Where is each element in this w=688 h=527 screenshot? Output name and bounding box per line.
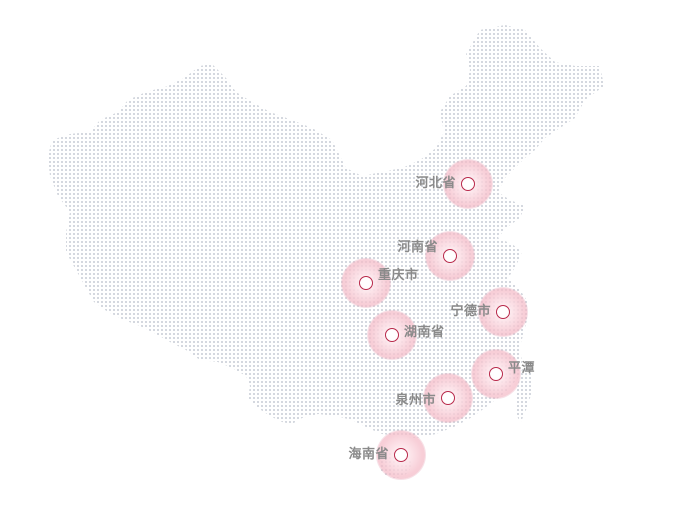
location-pin-icon <box>496 305 510 319</box>
location-label: 平潭 <box>508 361 536 376</box>
location-label: 宁德市 <box>450 304 491 319</box>
location-pin-icon <box>359 276 373 290</box>
location-pin-icon <box>489 367 503 381</box>
location-label: 河南省 <box>397 240 438 255</box>
china-mainland-shape <box>48 25 604 438</box>
location-label: 泉州市 <box>395 393 436 408</box>
location-label: 河北省 <box>415 176 456 191</box>
location-pin-icon <box>441 391 455 405</box>
location-label: 海南省 <box>348 447 389 462</box>
location-label: 湖南省 <box>404 325 445 340</box>
location-label: 重庆市 <box>378 268 419 283</box>
location-pin-icon <box>385 328 399 342</box>
location-pin-icon <box>443 249 457 263</box>
location-pin-icon <box>461 177 475 191</box>
taiwan-island-shape <box>516 360 532 424</box>
location-pin-icon <box>394 448 408 462</box>
